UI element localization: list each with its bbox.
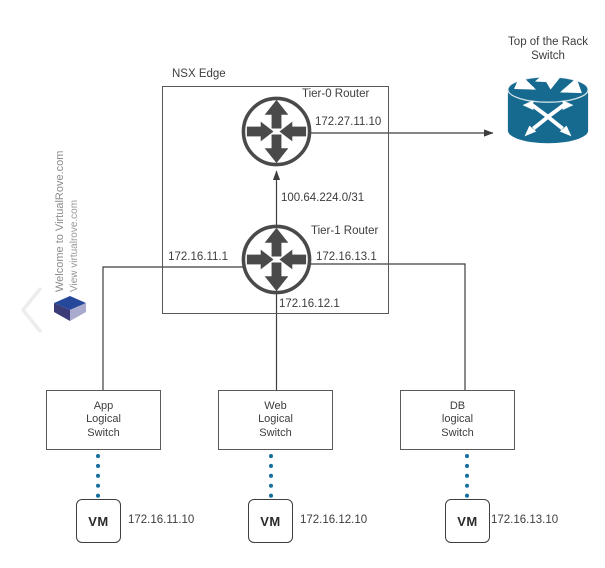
app-logical-switch-line1: App xyxy=(93,399,114,412)
tor-switch-label-line1: Top of the Rack xyxy=(508,36,588,48)
nsx-edge-label: NSX Edge xyxy=(172,68,226,80)
web-logical-switch-line2: Logical xyxy=(258,413,293,426)
branding-line-1: Welcome to VirtualRove.com xyxy=(54,150,66,292)
web-vm-box: VM xyxy=(248,499,293,543)
tor-switch-label: Top of the Rack Switch xyxy=(496,36,600,63)
web-logical-switch-line3: Switch xyxy=(259,426,292,439)
virtualrove-logo-icon xyxy=(54,296,86,321)
app-logical-switch-box: App Logical Switch xyxy=(46,390,161,450)
db-vm-label: VM xyxy=(457,513,478,529)
branding-text: Welcome to VirtualRove.com View virtualr… xyxy=(52,122,82,292)
tier1-bottom-interface-ip: 172.16.12.1 xyxy=(279,298,340,310)
tor-switch-label-line2: Switch xyxy=(531,49,565,62)
db-vm-ip-label: 172.16.13.10 xyxy=(491,514,559,526)
web-vm-label: VM xyxy=(260,513,281,529)
web-logical-switch-box: Web Logical Switch xyxy=(218,390,333,450)
tier1-router-label: Tier-1 Router xyxy=(311,225,379,237)
tier0-uplink-ip-label: 172.27.11.10 xyxy=(315,116,382,128)
tier1-left-interface-ip: 172.16.11.1 xyxy=(168,251,228,263)
chevron-left-icon[interactable] xyxy=(16,284,46,336)
transit-network-label: 100.64.224.0/31 xyxy=(281,192,365,204)
db-logical-switch-line2: logical xyxy=(441,413,474,426)
app-vm-ip-label: 172.16.11.10 xyxy=(128,514,195,526)
tier0-router-label: Tier-0 Router xyxy=(302,88,370,100)
app-logical-switch-line3: Switch xyxy=(87,426,120,439)
tor-switch-icon xyxy=(507,69,589,144)
app-logical-switch-line2: Logical xyxy=(86,413,121,426)
app-vm-label: VM xyxy=(88,513,109,529)
branding-line-2: View virtualrove.com xyxy=(69,199,80,292)
db-logical-switch-box: DB logical Switch xyxy=(400,390,515,450)
web-logical-switch-line1: Web xyxy=(264,399,287,412)
tier0-router-icon xyxy=(239,94,314,169)
app-vm-box: VM xyxy=(76,499,121,543)
web-vm-ip-label: 172.16.12.10 xyxy=(300,514,368,526)
tier1-router-icon xyxy=(239,222,314,297)
tier1-right-interface-ip: 172.16.13.1 xyxy=(316,251,377,263)
db-logical-switch-line3: Switch xyxy=(441,426,474,439)
db-logical-switch-line1: DB xyxy=(449,399,466,412)
nsx-edge-box xyxy=(162,86,389,314)
db-vm-box: VM xyxy=(445,499,490,543)
